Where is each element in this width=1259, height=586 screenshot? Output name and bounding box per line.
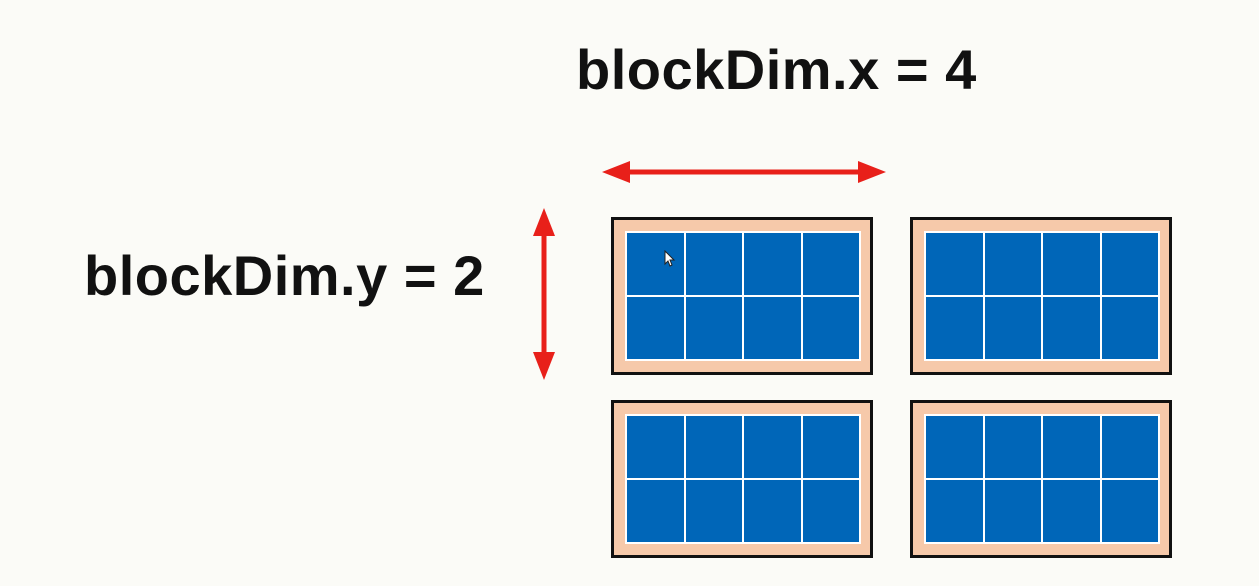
- thread-cell: [1043, 233, 1100, 295]
- thread-grid: [625, 231, 861, 361]
- thread-cell: [926, 480, 983, 542]
- thread-grid: [625, 414, 861, 544]
- thread-cell: [984, 480, 1041, 542]
- thread-grid: [924, 231, 1160, 361]
- thread-cell: [1101, 297, 1158, 359]
- thread-cell: [802, 416, 859, 478]
- thread-cell: [627, 297, 684, 359]
- mouse-pointer-icon: [664, 250, 676, 267]
- thread-cell: [1043, 480, 1100, 542]
- thread-cell: [984, 416, 1041, 478]
- thread-block-1-1: [910, 400, 1172, 558]
- thread-cell: [926, 297, 983, 359]
- thread-cell: [744, 297, 801, 359]
- thread-cell: [627, 416, 684, 478]
- thread-cell: [984, 233, 1041, 295]
- thread-cell: [627, 233, 684, 295]
- thread-cell: [926, 233, 983, 295]
- thread-cell: [685, 233, 742, 295]
- thread-cell: [1101, 416, 1158, 478]
- thread-cell: [1101, 480, 1158, 542]
- thread-cell: [744, 416, 801, 478]
- thread-cell: [685, 297, 742, 359]
- thread-cell: [1101, 233, 1158, 295]
- thread-block-0-0: [611, 217, 873, 375]
- thread-grid: [924, 414, 1160, 544]
- thread-block-0-1: [611, 400, 873, 558]
- thread-cell: [1043, 297, 1100, 359]
- horizontal-double-arrow-icon: [602, 161, 886, 183]
- thread-cell: [802, 480, 859, 542]
- thread-cell: [627, 480, 684, 542]
- vertical-double-arrow-icon: [533, 208, 555, 380]
- thread-cell: [926, 416, 983, 478]
- thread-cell: [802, 233, 859, 295]
- thread-block-1-0: [910, 217, 1172, 375]
- thread-cell: [744, 233, 801, 295]
- thread-cell: [984, 297, 1041, 359]
- thread-cell: [685, 480, 742, 542]
- thread-cell: [744, 480, 801, 542]
- block-dim-y-label: blockDim.y = 2: [84, 244, 485, 307]
- thread-cell: [802, 297, 859, 359]
- thread-cell: [1043, 416, 1100, 478]
- thread-cell: [685, 416, 742, 478]
- block-dim-x-label: blockDim.x = 4: [576, 38, 977, 101]
